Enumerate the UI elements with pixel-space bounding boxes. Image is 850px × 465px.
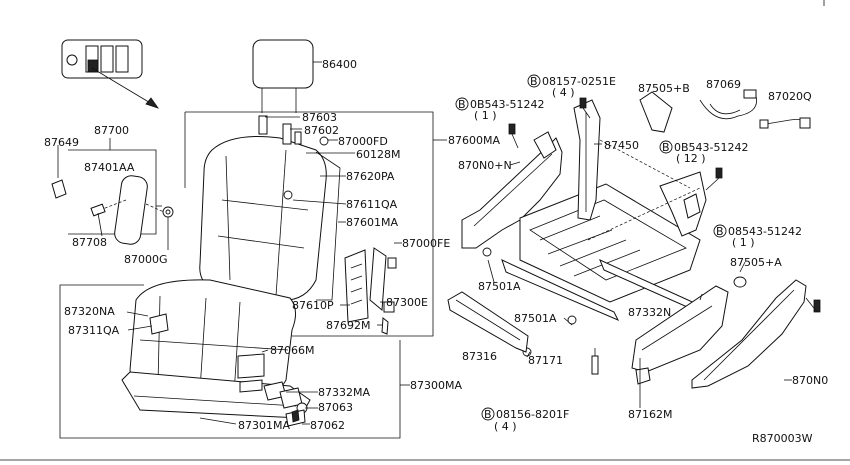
label-87000G: 87000G [124, 253, 168, 266]
label-87611QA: 87611QA [346, 198, 398, 211]
label-87450: 87450 [604, 139, 639, 152]
label-87300MA: 87300MA [410, 379, 462, 392]
label-87501A-2: 87501A [514, 312, 557, 325]
label-60128M: 60128M [356, 148, 400, 161]
bolt-callout-5: B 08156-8201F ( 4 ) [481, 407, 569, 433]
seatback-cushion [199, 136, 341, 301]
seatback-board [344, 247, 397, 335]
bolt-callout-1: B 08157-0251E ( 4 ) [527, 74, 616, 99]
label-87000FE: 87000FE [402, 237, 450, 250]
label-87708: 87708 [72, 236, 107, 249]
label-87311QA: 87311QA [68, 324, 120, 337]
label-87601MA: 87601MA [346, 216, 398, 229]
label-87620PA: 87620PA [346, 170, 395, 183]
label-870N0N: 870N0+N [458, 159, 512, 172]
seat-frame-assembly [461, 99, 713, 321]
label-86400: 86400 [322, 58, 357, 71]
bolt-qty: ( 1 ) [732, 236, 755, 249]
bolt-symbol: B [484, 408, 492, 421]
label-87062: 87062 [310, 419, 345, 432]
seat-trim-clips [263, 381, 308, 427]
label-87505A: 87505+A [730, 256, 782, 269]
label-87316: 87316 [462, 350, 497, 363]
label-87069: 87069 [706, 78, 741, 91]
label-87320NA: 87320NA [64, 305, 115, 318]
label-87610P: 87610P [292, 299, 334, 312]
headrest-part [252, 39, 322, 113]
harness-parts [639, 89, 811, 133]
label-87162M: 87162M [628, 408, 672, 421]
bolt-callout-2: B 0B543-51242 ( 1 ) [455, 97, 545, 122]
label-87300E: 87300E [386, 296, 428, 309]
bolt-callout-4: B 08543-51242 ( 1 ) [713, 224, 802, 249]
bolt-code: 0B543-51242 [470, 98, 545, 111]
seatback-group [184, 39, 447, 337]
seat-cushion-leaders [126, 311, 318, 425]
bolt-qty: ( 4 ) [552, 86, 575, 99]
label-87600MA: 87600MA [448, 134, 500, 147]
seat-frame-trim [121, 353, 311, 419]
seatback-leaders [265, 116, 402, 326]
seat-cushion-group [59, 279, 410, 439]
bolt-symbol: B [458, 98, 466, 111]
diagram-ref-code: R870003W [752, 432, 813, 445]
label-870N0: 870N0 [792, 374, 828, 387]
vehicle-locator-icon [61, 39, 160, 109]
bolt-qty: ( 1 ) [474, 109, 497, 122]
bolt-callout-3: B 0B543-51242 ( 12 ) [659, 140, 749, 165]
label-87603: 87603 [302, 111, 337, 124]
bolt-code: 0B543-51242 [674, 141, 749, 154]
side-cover-parts [447, 276, 807, 389]
label-87649: 87649 [44, 136, 79, 149]
bolt-qty: ( 12 ) [676, 152, 706, 165]
label-87020Q: 87020Q [768, 90, 812, 103]
label-87000FD: 87000FD [338, 135, 388, 148]
bolt-code: 08543-51242 [728, 225, 802, 238]
label-87332MA: 87332MA [318, 386, 370, 399]
label-87066M: 87066M [270, 344, 314, 357]
bolt-qty: ( 4 ) [494, 420, 517, 433]
label-87505B: 87505+B [638, 82, 690, 95]
armrest-group [51, 138, 174, 250]
label-87301MA: 87301MA [238, 419, 290, 432]
bolt-symbol: B [530, 75, 538, 88]
label-87401AA: 87401AA [84, 161, 135, 174]
bolt-code: 08156-8201F [496, 408, 569, 421]
bolt-code: 08157-0251E [542, 75, 616, 88]
frame-leaders [487, 143, 792, 408]
label-87171: 87171 [528, 354, 563, 367]
label-87700: 87700 [94, 124, 129, 137]
label-87602: 87602 [304, 124, 339, 137]
bolt-symbol: B [716, 225, 724, 238]
bolt-symbol: B [662, 141, 670, 154]
label-87332N: 87332N [628, 306, 671, 319]
seatback-fasteners [258, 115, 329, 200]
label-87063: 87063 [318, 401, 353, 414]
part-labels: 86400 87603 87602 87000FD 60128M 87620PA… [44, 58, 828, 432]
label-87692M: 87692M [326, 319, 370, 332]
label-87501A-1: 87501A [478, 280, 521, 293]
